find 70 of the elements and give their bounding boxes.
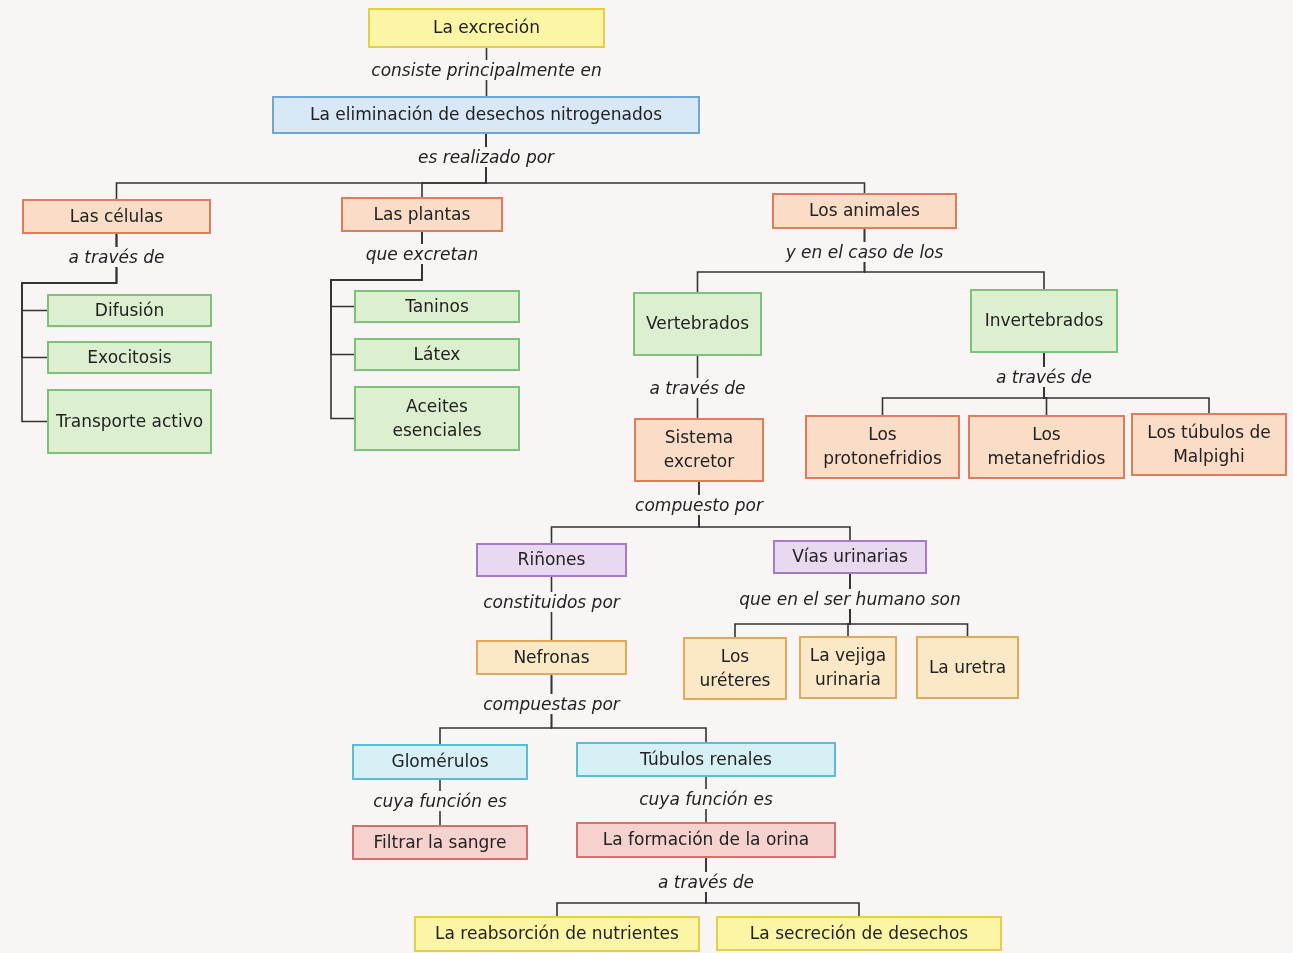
concept-box bbox=[341, 197, 503, 232]
concept-box bbox=[354, 386, 520, 451]
concept-text: Transporte activo bbox=[55, 409, 204, 433]
concept-text: Filtrar la sangre bbox=[373, 830, 507, 854]
concept-box bbox=[47, 341, 212, 374]
connector-line bbox=[485, 133, 866, 194]
concept-box bbox=[805, 415, 960, 479]
concept-text: Sistema excretor bbox=[662, 426, 736, 473]
concept-text: La uretra bbox=[928, 655, 1007, 679]
connector-line bbox=[705, 857, 860, 917]
concept-box bbox=[683, 637, 787, 700]
concept-text: Los animales bbox=[809, 199, 920, 223]
concept-text: Las células bbox=[69, 204, 164, 228]
concept-box bbox=[272, 96, 700, 134]
concept-text: La eliminación de desechos nitrogenados bbox=[310, 103, 662, 127]
concept-box bbox=[47, 294, 212, 327]
connector-line bbox=[698, 481, 851, 541]
concept-box bbox=[476, 640, 627, 675]
connector-line bbox=[849, 573, 969, 637]
concept-box bbox=[772, 193, 957, 229]
concept-box bbox=[633, 292, 762, 356]
concept-text: Los túbulos de Malpighi bbox=[1146, 420, 1272, 468]
concept-text: Riñones bbox=[517, 548, 586, 572]
concept-text: Difusión bbox=[94, 298, 165, 322]
concept-box bbox=[576, 822, 836, 858]
concept-box bbox=[716, 916, 1002, 951]
concept-box bbox=[634, 418, 764, 482]
concept-text: Los protonefridios bbox=[822, 423, 943, 470]
concept-text: Glomérulos bbox=[391, 750, 489, 774]
concept-text: Taninos bbox=[405, 294, 469, 318]
connector-line bbox=[1043, 352, 1210, 414]
concept-text: La formación de la orina bbox=[602, 828, 810, 852]
concept-box bbox=[352, 744, 528, 780]
concept-box bbox=[22, 199, 211, 234]
concept-text: Las plantas bbox=[373, 202, 471, 226]
concept-box bbox=[916, 636, 1019, 699]
concept-box bbox=[354, 290, 520, 323]
concept-box bbox=[799, 636, 897, 699]
concept-box bbox=[352, 825, 528, 860]
concept-text: Los uréteres bbox=[698, 644, 772, 692]
concept-text: Invertebrados bbox=[984, 309, 1104, 333]
concept-text: Nefronas bbox=[513, 645, 590, 669]
edge-label: compuesto por bbox=[632, 495, 766, 515]
concept-text: La excreción bbox=[433, 16, 540, 40]
concept-box bbox=[414, 916, 700, 952]
concept-box bbox=[368, 8, 605, 48]
connector-line bbox=[863, 228, 1045, 290]
edge-label: a través de bbox=[993, 367, 1095, 387]
edge-label: a través de bbox=[655, 872, 757, 892]
connector-line bbox=[550, 674, 707, 743]
concept-text: Túbulos renales bbox=[640, 747, 772, 771]
concept-box bbox=[1131, 413, 1287, 476]
concept-text: Exocitosis bbox=[87, 345, 172, 369]
concept-box bbox=[968, 415, 1125, 479]
connector-line bbox=[21, 233, 118, 423]
concept-text: Látex bbox=[413, 342, 461, 366]
concept-text: Aceites esenciales bbox=[391, 394, 483, 442]
concept-box bbox=[970, 289, 1118, 353]
concept-box bbox=[47, 389, 212, 454]
concept-text: Vertebrados bbox=[645, 312, 750, 336]
connector-line bbox=[330, 231, 423, 420]
concept-box bbox=[773, 540, 927, 574]
concept-text: La vejiga urinaria bbox=[808, 643, 888, 691]
concept-box bbox=[576, 742, 836, 777]
concept-text: La secreción de desechos bbox=[749, 921, 969, 945]
concept-box bbox=[476, 543, 627, 577]
concept-text: Los metanefridios bbox=[986, 423, 1107, 470]
concept-box bbox=[354, 338, 520, 371]
concept-text: La reabsorción de nutrientes bbox=[435, 922, 679, 946]
concept-text: Vías urinarias bbox=[792, 545, 908, 569]
